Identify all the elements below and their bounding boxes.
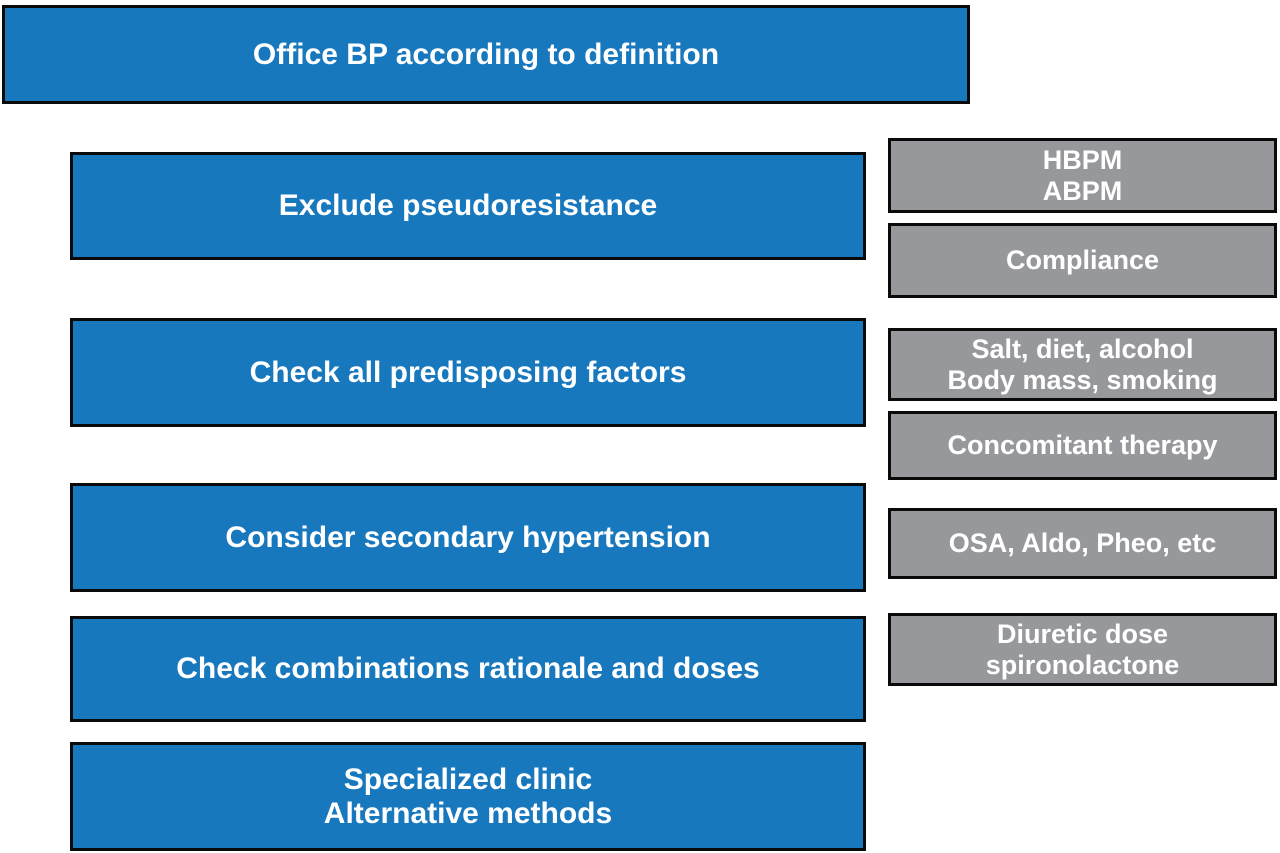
- step-box-specialized-clinic: Specialized clinic Alternative methods: [70, 742, 866, 851]
- note-label-line1: Diuretic dose: [996, 619, 1169, 650]
- step-box-office-bp: Office BP according to definition: [2, 5, 970, 104]
- note-label: OSA, Aldo, Pheo, etc: [948, 528, 1217, 559]
- note-label: Concomitant therapy: [947, 430, 1218, 461]
- note-label-line2: Body mass, smoking: [947, 364, 1218, 395]
- note-box-secondary-causes: OSA, Aldo, Pheo, etc: [888, 508, 1277, 579]
- step-label: Check combinations rationale and doses: [176, 652, 760, 686]
- note-label-line1: HBPM: [1042, 145, 1123, 176]
- step-label: Exclude pseudoresistance: [278, 189, 658, 223]
- step-box-combinations-doses: Check combinations rationale and doses: [70, 616, 866, 722]
- note-label-line1: Salt, diet, alcohol: [971, 334, 1194, 365]
- note-box-diuretic: Diuretic dose spironolactone: [888, 613, 1277, 686]
- step-label: Check all predisposing factors: [249, 355, 687, 389]
- step-box-exclude-pseudoresistance: Exclude pseudoresistance: [70, 152, 866, 260]
- step-label: Consider secondary hypertension: [225, 520, 711, 554]
- step-label-line1: Specialized clinic: [343, 762, 593, 796]
- note-label: Compliance: [1005, 245, 1160, 276]
- step-label: Office BP according to definition: [252, 37, 720, 71]
- note-box-compliance: Compliance: [888, 223, 1277, 298]
- step-box-secondary-hypertension: Consider secondary hypertension: [70, 483, 866, 592]
- step-label-line2: Alternative methods: [323, 796, 613, 830]
- note-box-lifestyle: Salt, diet, alcohol Body mass, smoking: [888, 328, 1277, 401]
- step-box-predisposing-factors: Check all predisposing factors: [70, 318, 866, 427]
- note-label-line2: ABPM: [1042, 175, 1123, 206]
- note-label-line2: spironolactone: [985, 649, 1180, 680]
- note-box-concomitant-therapy: Concomitant therapy: [888, 411, 1277, 480]
- note-box-monitoring: HBPM ABPM: [888, 138, 1277, 213]
